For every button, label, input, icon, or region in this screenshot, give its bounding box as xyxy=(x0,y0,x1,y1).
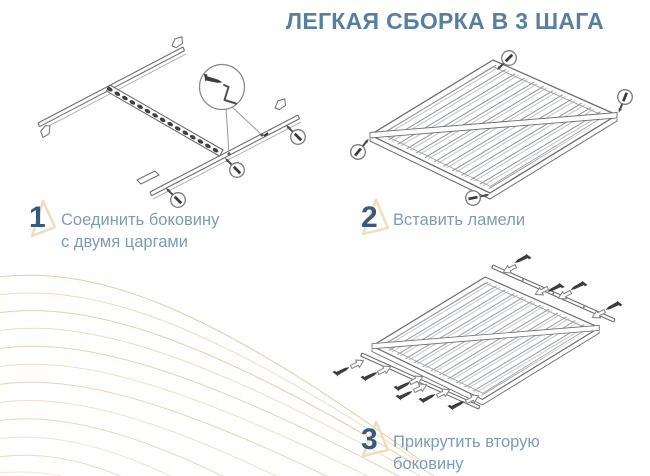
step-3-illustration xyxy=(332,251,623,413)
screw-hole xyxy=(263,132,269,137)
bolt-icon xyxy=(447,398,467,413)
rail-bracket-icon xyxy=(274,97,287,111)
rail-bracket-icon xyxy=(136,170,160,185)
bolt-icon xyxy=(603,298,623,313)
page-title: ЛЕГКАЯ СБОРКА В 3 ШАГА xyxy=(285,8,605,34)
step-3-number: 3 xyxy=(361,423,378,456)
screw-icon xyxy=(279,118,310,149)
step-1: 1 Соединить боковину с двумя царгами xyxy=(28,198,288,278)
step-2-number: 2 xyxy=(361,201,378,234)
magnifier-detail xyxy=(198,63,264,156)
step-3-label: Прикрутить вторую боковину xyxy=(393,433,540,473)
second-side-rail-top xyxy=(491,264,616,323)
step-1-illustration xyxy=(37,35,310,212)
step-1-number-badge xyxy=(30,199,57,238)
decorative-wave-lines xyxy=(0,274,435,476)
rail-bracket-icon xyxy=(39,124,52,139)
step-2: 2 Вставить ламели xyxy=(360,198,620,278)
slatted-base xyxy=(370,60,617,199)
step-3-number-badge xyxy=(361,420,390,458)
step-2-label: Вставить ламели xyxy=(393,211,526,229)
bolt-icon xyxy=(418,391,438,406)
bolt-icon xyxy=(360,369,380,384)
rail-bracket-icon xyxy=(171,35,184,49)
step-2-number-badge xyxy=(361,198,390,236)
step-3: 3 Прикрутить вторую боковину xyxy=(360,420,620,476)
bolt-icon xyxy=(568,278,588,293)
step-1-number: 1 xyxy=(29,201,46,234)
arrow-icon xyxy=(348,356,367,372)
step-1-label: Соединить боковину с двумя царгами xyxy=(61,211,220,251)
bolt-icon xyxy=(332,364,352,379)
step-2-illustration xyxy=(346,46,636,209)
hex-key-icon xyxy=(223,84,237,105)
